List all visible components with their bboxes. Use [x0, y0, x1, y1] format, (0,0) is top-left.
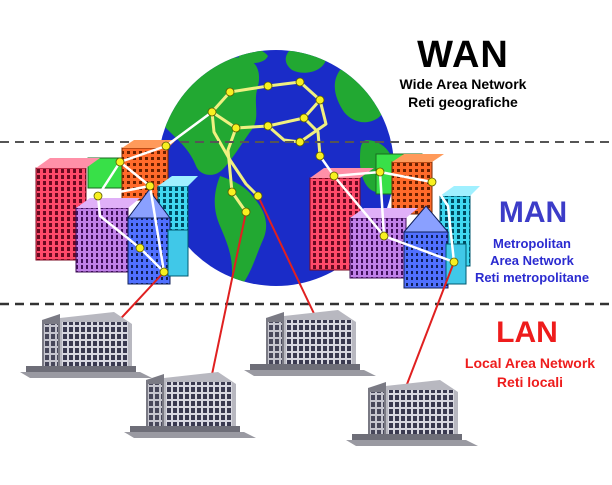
wan-subtitle-it: Reti geografiche	[408, 94, 518, 110]
man-line-2: Area Network	[490, 253, 574, 268]
man-city-right	[309, 153, 480, 289]
lan-building-3	[124, 372, 256, 438]
lan-subtitle-it: Reti locali	[496, 374, 564, 390]
wan-title: WAN	[417, 34, 509, 76]
wan-subtitle-en: Wide Area Network	[399, 76, 527, 92]
lan-building-1	[20, 312, 152, 378]
man-line-1: Metropolitan	[493, 236, 571, 251]
man-line-3: Reti metropolitane	[474, 270, 590, 285]
man-city-left	[35, 140, 198, 285]
lan-building-2	[244, 310, 376, 376]
lan-title: LAN	[496, 316, 558, 349]
lan-subtitle-en: Local Area Network	[464, 355, 596, 371]
man-title: MAN	[498, 196, 568, 229]
network-nodes	[93, 77, 459, 277]
